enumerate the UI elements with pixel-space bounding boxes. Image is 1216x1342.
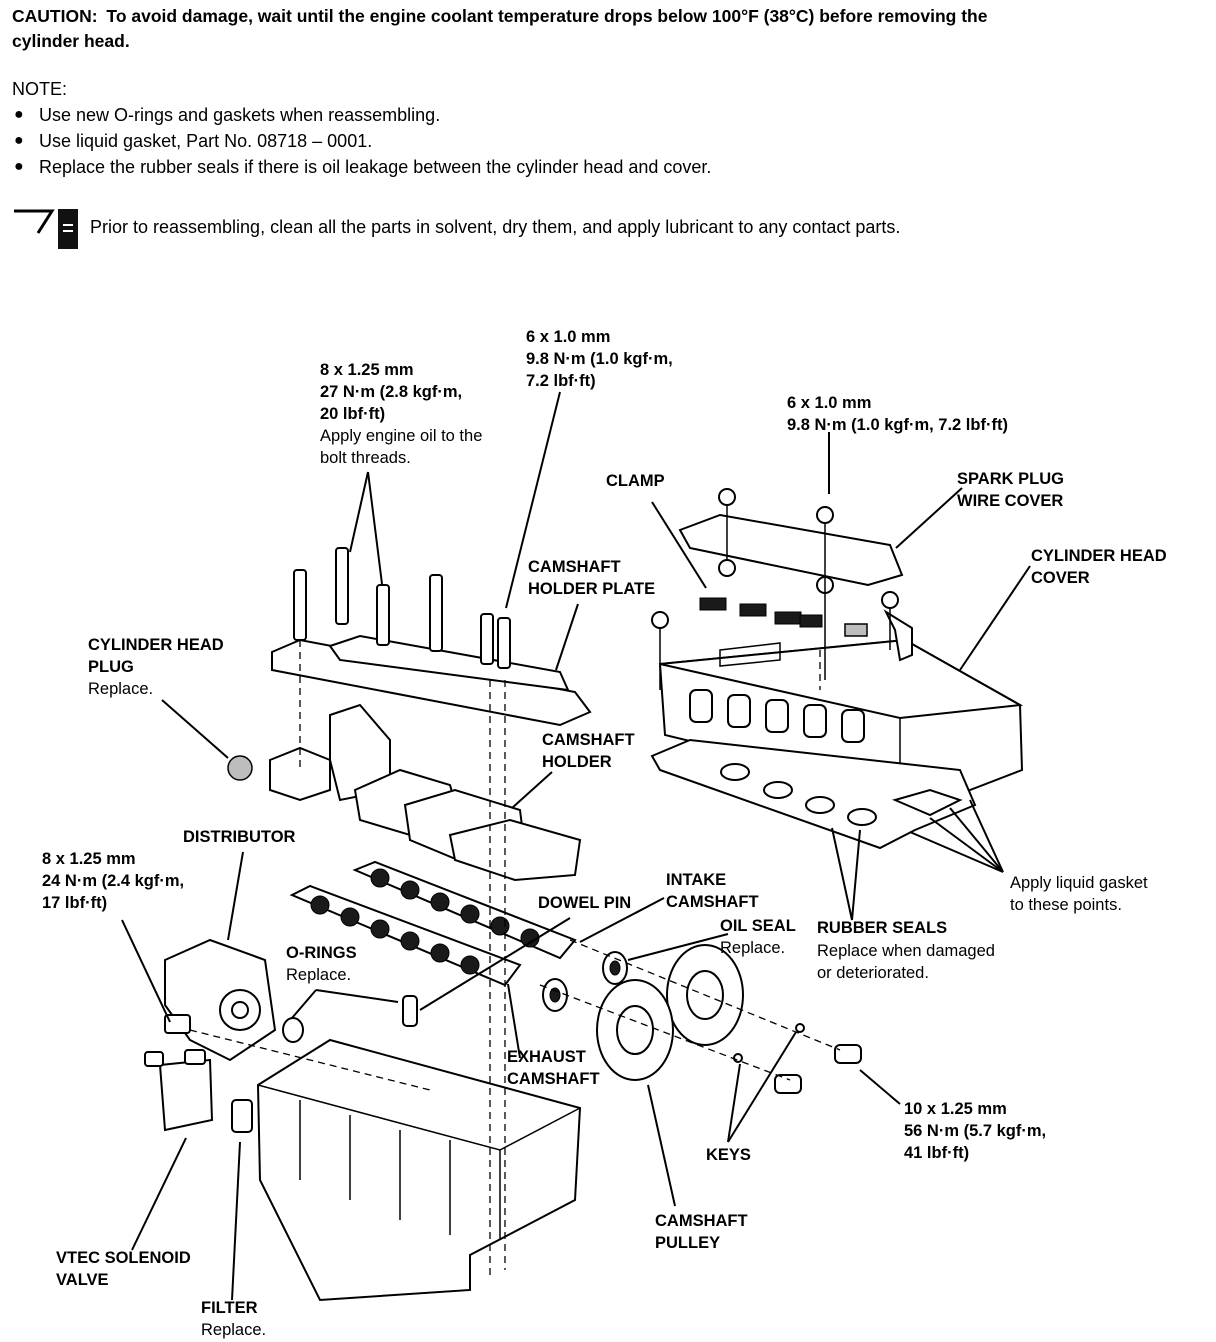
note-title: NOTE: [12,79,68,99]
o-rings-label: O-RINGS [286,944,357,962]
leader-arrows [121,391,1031,1301]
vtec-solenoid-valve-label: VTEC SOLENOID VALVE [56,1249,195,1289]
keys-label: KEYS [706,1146,751,1164]
intake-camshaft-drawing [352,860,577,960]
lubricant-symbol-icon [14,209,78,249]
oil-seal-label: OIL SEAL [720,917,796,935]
oil-seals-drawing [542,951,628,1012]
filter-drawing [231,1099,253,1133]
rubber-seals-note: Replace when damaged or deteriorated. [817,942,1000,982]
cylinder-head-plug-label: CYLINDER HEAD PLUG [88,636,228,676]
distributor-label: DISTRIBUTOR [183,828,296,846]
note-list: ●Use new O-rings and gaskets when reasse… [12,102,1212,180]
o-rings-note: Replace. [286,966,351,984]
prior-reassembly-note: Prior to reassembling, clean all the par… [12,203,1202,249]
spec-6x10-holder-label: 6 x 1.0 mm 9.8 N·m (1.0 kgf·m, 7.2 lbf·f… [526,328,677,390]
spec-10x125-label: 10 x 1.25 mm 56 N·m (5.7 kgf·m, 41 lbf·f… [904,1100,1051,1162]
note-item: ●Use new O-rings and gaskets when reasse… [12,102,1212,128]
key-drawing [795,1023,805,1033]
cylinder-head-cover-label: CYLINDER HEAD COVER [1031,547,1171,587]
distributor-drawing [164,938,277,1062]
camshaft-holder-plate-drawing [271,634,592,727]
instructions-header: CAUTION: To avoid damage, wait until the… [12,4,1212,180]
pulley-bolt-drawing [834,1044,862,1064]
camshaft-pulleys-drawing [596,944,744,1081]
spec-8x125-27-label: 8 x 1.25 mm 27 N·m (2.8 kgf·m, 20 lbf·ft… [320,361,467,423]
key-drawing [733,1053,743,1063]
bullet-icon: ● [14,158,24,175]
camshaft-holder-plate-label: CAMSHAFT HOLDER PLATE [528,558,655,598]
engine-oil-note-label: Apply engine oil to the bolt threads. [320,427,487,467]
pulley-bolt-drawing [774,1074,802,1094]
cylinder-head-drawing [256,1038,582,1302]
filter-label: FILTER [201,1299,258,1317]
intake-camshaft-label: INTAKE CAMSHAFT [666,871,759,911]
cylinder-head-plug-note: Replace. [88,680,153,698]
caution-label: CAUTION: [12,6,98,26]
dowel-pin-drawing [402,995,418,1027]
spec-8x125-24-label: 8 x 1.25 mm 24 N·m (2.4 kgf·m, 17 lbf·ft… [42,850,189,912]
spec-6x10-cover-label: 6 x 1.0 mm 9.8 N·m (1.0 kgf·m, 7.2 lbf·f… [787,394,1008,434]
rubber-seals-label: RUBBER SEALS [817,919,947,937]
camshaft-holders-drawing [269,703,582,882]
callout-labels: 8 x 1.25 mm 27 N·m (2.8 kgf·m, 20 lbf·ft… [42,328,1171,1339]
exhaust-camshaft-label: EXHAUST CAMSHAFT [507,1048,600,1088]
bullet-icon: ● [14,132,24,149]
caution-text: To avoid damage, wait until the engine c… [106,6,988,26]
camshaft-holder-label: CAMSHAFT HOLDER [542,731,639,771]
note-item: ●Replace the rubber seals if there is oi… [12,154,1212,180]
camshaft-pulley-label: CAMSHAFT PULLEY [655,1212,752,1252]
rubber-seal-gasket-drawing [650,738,977,850]
caution-line: CAUTION: To avoid damage, wait until the… [12,4,1212,29]
spark-plug-wire-cover-label: SPARK PLUG WIRE COVER [957,470,1069,510]
caution-text-continued: cylinder head. [12,31,130,51]
apply-liquid-gasket-label: Apply liquid gasket to these points. [1010,874,1152,914]
clamp-label: CLAMP [606,472,665,490]
bullet-icon: ● [14,106,24,123]
cylinder-head-plug-drawing [227,755,253,781]
dowel-pin-label: DOWEL PIN [538,894,631,912]
filter-note: Replace. [201,1321,266,1339]
o-ring-drawing [282,1017,304,1043]
spark-plug-wire-cover-drawing [678,513,904,587]
vtec-solenoid-valve-drawing [144,1049,214,1132]
oil-seal-note: Replace. [720,939,785,957]
note-item: ●Use liquid gasket, Part No. 08718 – 000… [12,128,1212,154]
prior-reassembly-text: Prior to reassembling, clean all the par… [90,217,901,237]
clamp-parts-drawing [651,488,913,662]
exhaust-camshaft-drawing [289,884,522,987]
holder-plate-bolts-drawing [293,547,511,669]
